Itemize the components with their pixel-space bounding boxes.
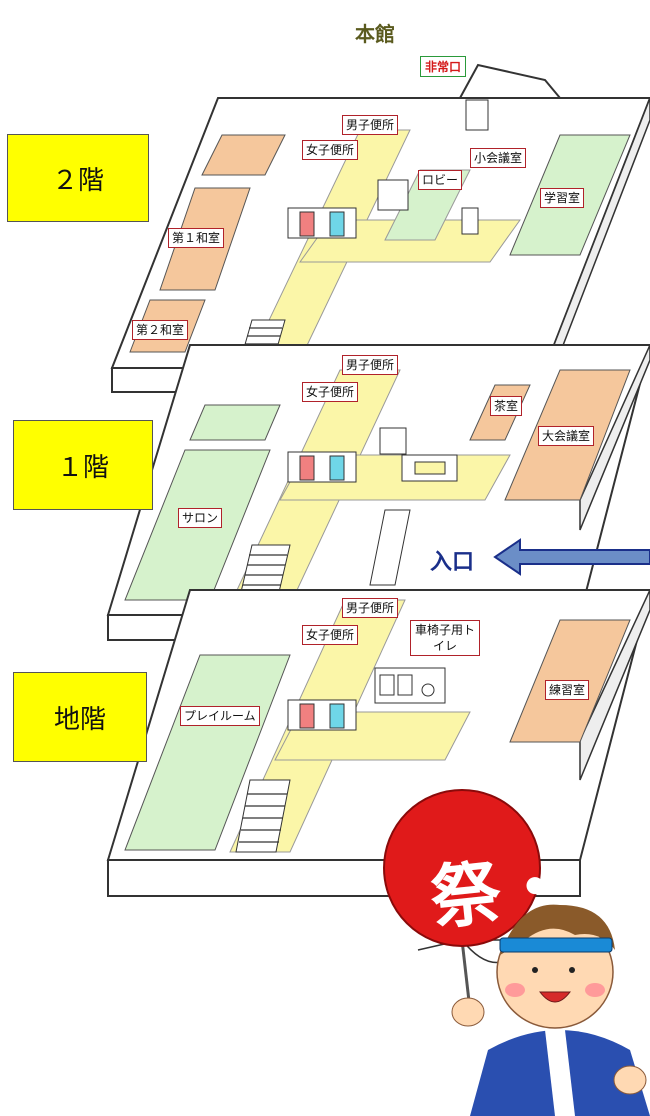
entrance-arrow xyxy=(493,538,650,576)
emergency-exit-label: 非常口 xyxy=(420,56,467,77)
entrance-label[interactable]: 入口 xyxy=(430,550,475,575)
festival-mascot xyxy=(383,789,650,1116)
label-2f-mens-restroom[interactable]: 男子便所 xyxy=(342,115,399,135)
label-2f-japanese-room-2[interactable]: 第２和室 xyxy=(132,320,189,340)
label-b1-mens-restroom[interactable]: 男子便所 xyxy=(342,598,399,618)
label-b1-play-room[interactable]: プレイルーム xyxy=(180,706,260,726)
label-b1-wheelchair-toilet[interactable]: 車椅子用トイレ xyxy=(410,620,480,656)
label-2f-womens-restroom[interactable]: 女子便所 xyxy=(302,140,359,160)
floor-b1-plan xyxy=(106,589,650,897)
label-1f-salon[interactable]: サロン xyxy=(178,508,223,528)
label-b1-practice-room[interactable]: 練習室 xyxy=(545,680,590,700)
building-title: 本館 xyxy=(355,22,395,46)
label-1f-large-meeting-room[interactable]: 大会議室 xyxy=(538,426,595,446)
label-1f-tea-room[interactable]: 茶室 xyxy=(490,396,523,416)
label-1f-womens-restroom[interactable]: 女子便所 xyxy=(302,382,359,402)
floor-badge-b1[interactable]: 地階 xyxy=(13,672,147,762)
label-2f-study-room[interactable]: 学習室 xyxy=(540,188,585,208)
label-2f-japanese-room-1[interactable]: 第１和室 xyxy=(168,228,225,248)
uchiwa-fan-icon xyxy=(383,789,541,947)
label-2f-small-meeting-room[interactable]: 小会議室 xyxy=(470,148,527,168)
floor-badge-2f[interactable]: ２階 xyxy=(7,134,149,222)
label-2f-lobby[interactable]: ロビー xyxy=(418,170,463,190)
floor-badge-1f[interactable]: １階 xyxy=(13,420,153,510)
festival-fan-text: 祭・ xyxy=(426,842,575,940)
label-b1-womens-restroom[interactable]: 女子便所 xyxy=(302,625,359,645)
label-1f-mens-restroom[interactable]: 男子便所 xyxy=(342,355,399,375)
